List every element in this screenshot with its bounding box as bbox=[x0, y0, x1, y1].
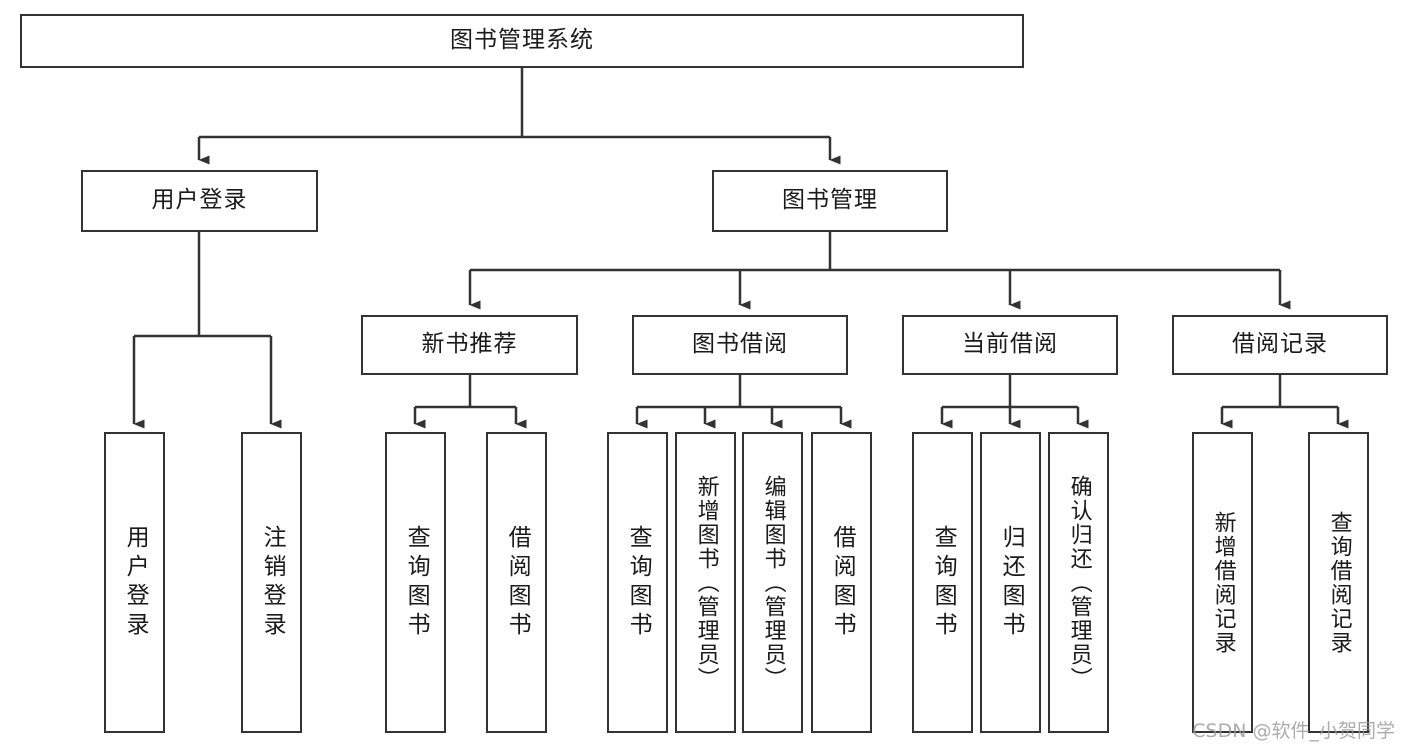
edges-root-to-level2 bbox=[197, 68, 841, 165]
edges-borrowrecord-to-leaves bbox=[1220, 375, 1349, 429]
leaf-current-borrow-query-book[interactable]: 查询图书 bbox=[912, 432, 973, 733]
edges-bookborrow-to-leaves bbox=[635, 375, 852, 429]
leaf-new-book-query-book[interactable]: 查询图书 bbox=[385, 432, 446, 733]
node-borrow-record[interactable]: 借阅记录 bbox=[1172, 315, 1388, 375]
leaf-new-book-borrow-book[interactable]: 借阅图书 bbox=[486, 432, 547, 733]
node-book-borrow[interactable]: 图书借阅 bbox=[632, 315, 848, 375]
leaf-borrow-record-query-record[interactable]: 查询借阅记录 bbox=[1308, 432, 1369, 733]
node-root-book-management-system[interactable]: 图书管理系统 bbox=[20, 14, 1024, 68]
edges-currentborrow-to-leaves bbox=[940, 375, 1089, 429]
leaf-current-borrow-confirm-return-admin[interactable]: 确认归还（管理员） bbox=[1048, 432, 1109, 733]
leaf-book-borrow-edit-book-admin[interactable]: 编辑图书（管理员） bbox=[742, 432, 803, 733]
leaf-user-login-login[interactable]: 用户登录 bbox=[104, 432, 165, 733]
leaf-book-borrow-add-book-admin[interactable]: 新增图书（管理员） bbox=[675, 432, 736, 733]
node-book-management[interactable]: 图书管理 bbox=[712, 170, 948, 232]
node-new-book-recommend[interactable]: 新书推荐 bbox=[361, 315, 578, 375]
node-current-borrow[interactable]: 当前借阅 bbox=[902, 315, 1118, 375]
leaf-borrow-record-add-record[interactable]: 新增借阅记录 bbox=[1192, 432, 1253, 733]
leaf-user-login-logout[interactable]: 注销登录 bbox=[241, 432, 302, 733]
leaf-current-borrow-return-book[interactable]: 归还图书 bbox=[980, 432, 1041, 733]
edges-bookmgmt-to-level3 bbox=[468, 232, 1291, 310]
leaf-book-borrow-query-book[interactable]: 查询图书 bbox=[607, 432, 668, 733]
leaf-book-borrow-borrow-book[interactable]: 借阅图书 bbox=[811, 432, 872, 733]
edges-newbook-to-leaves bbox=[413, 375, 527, 429]
node-user-login[interactable]: 用户登录 bbox=[81, 170, 318, 232]
edges-userlogin-to-leaves bbox=[132, 232, 282, 429]
